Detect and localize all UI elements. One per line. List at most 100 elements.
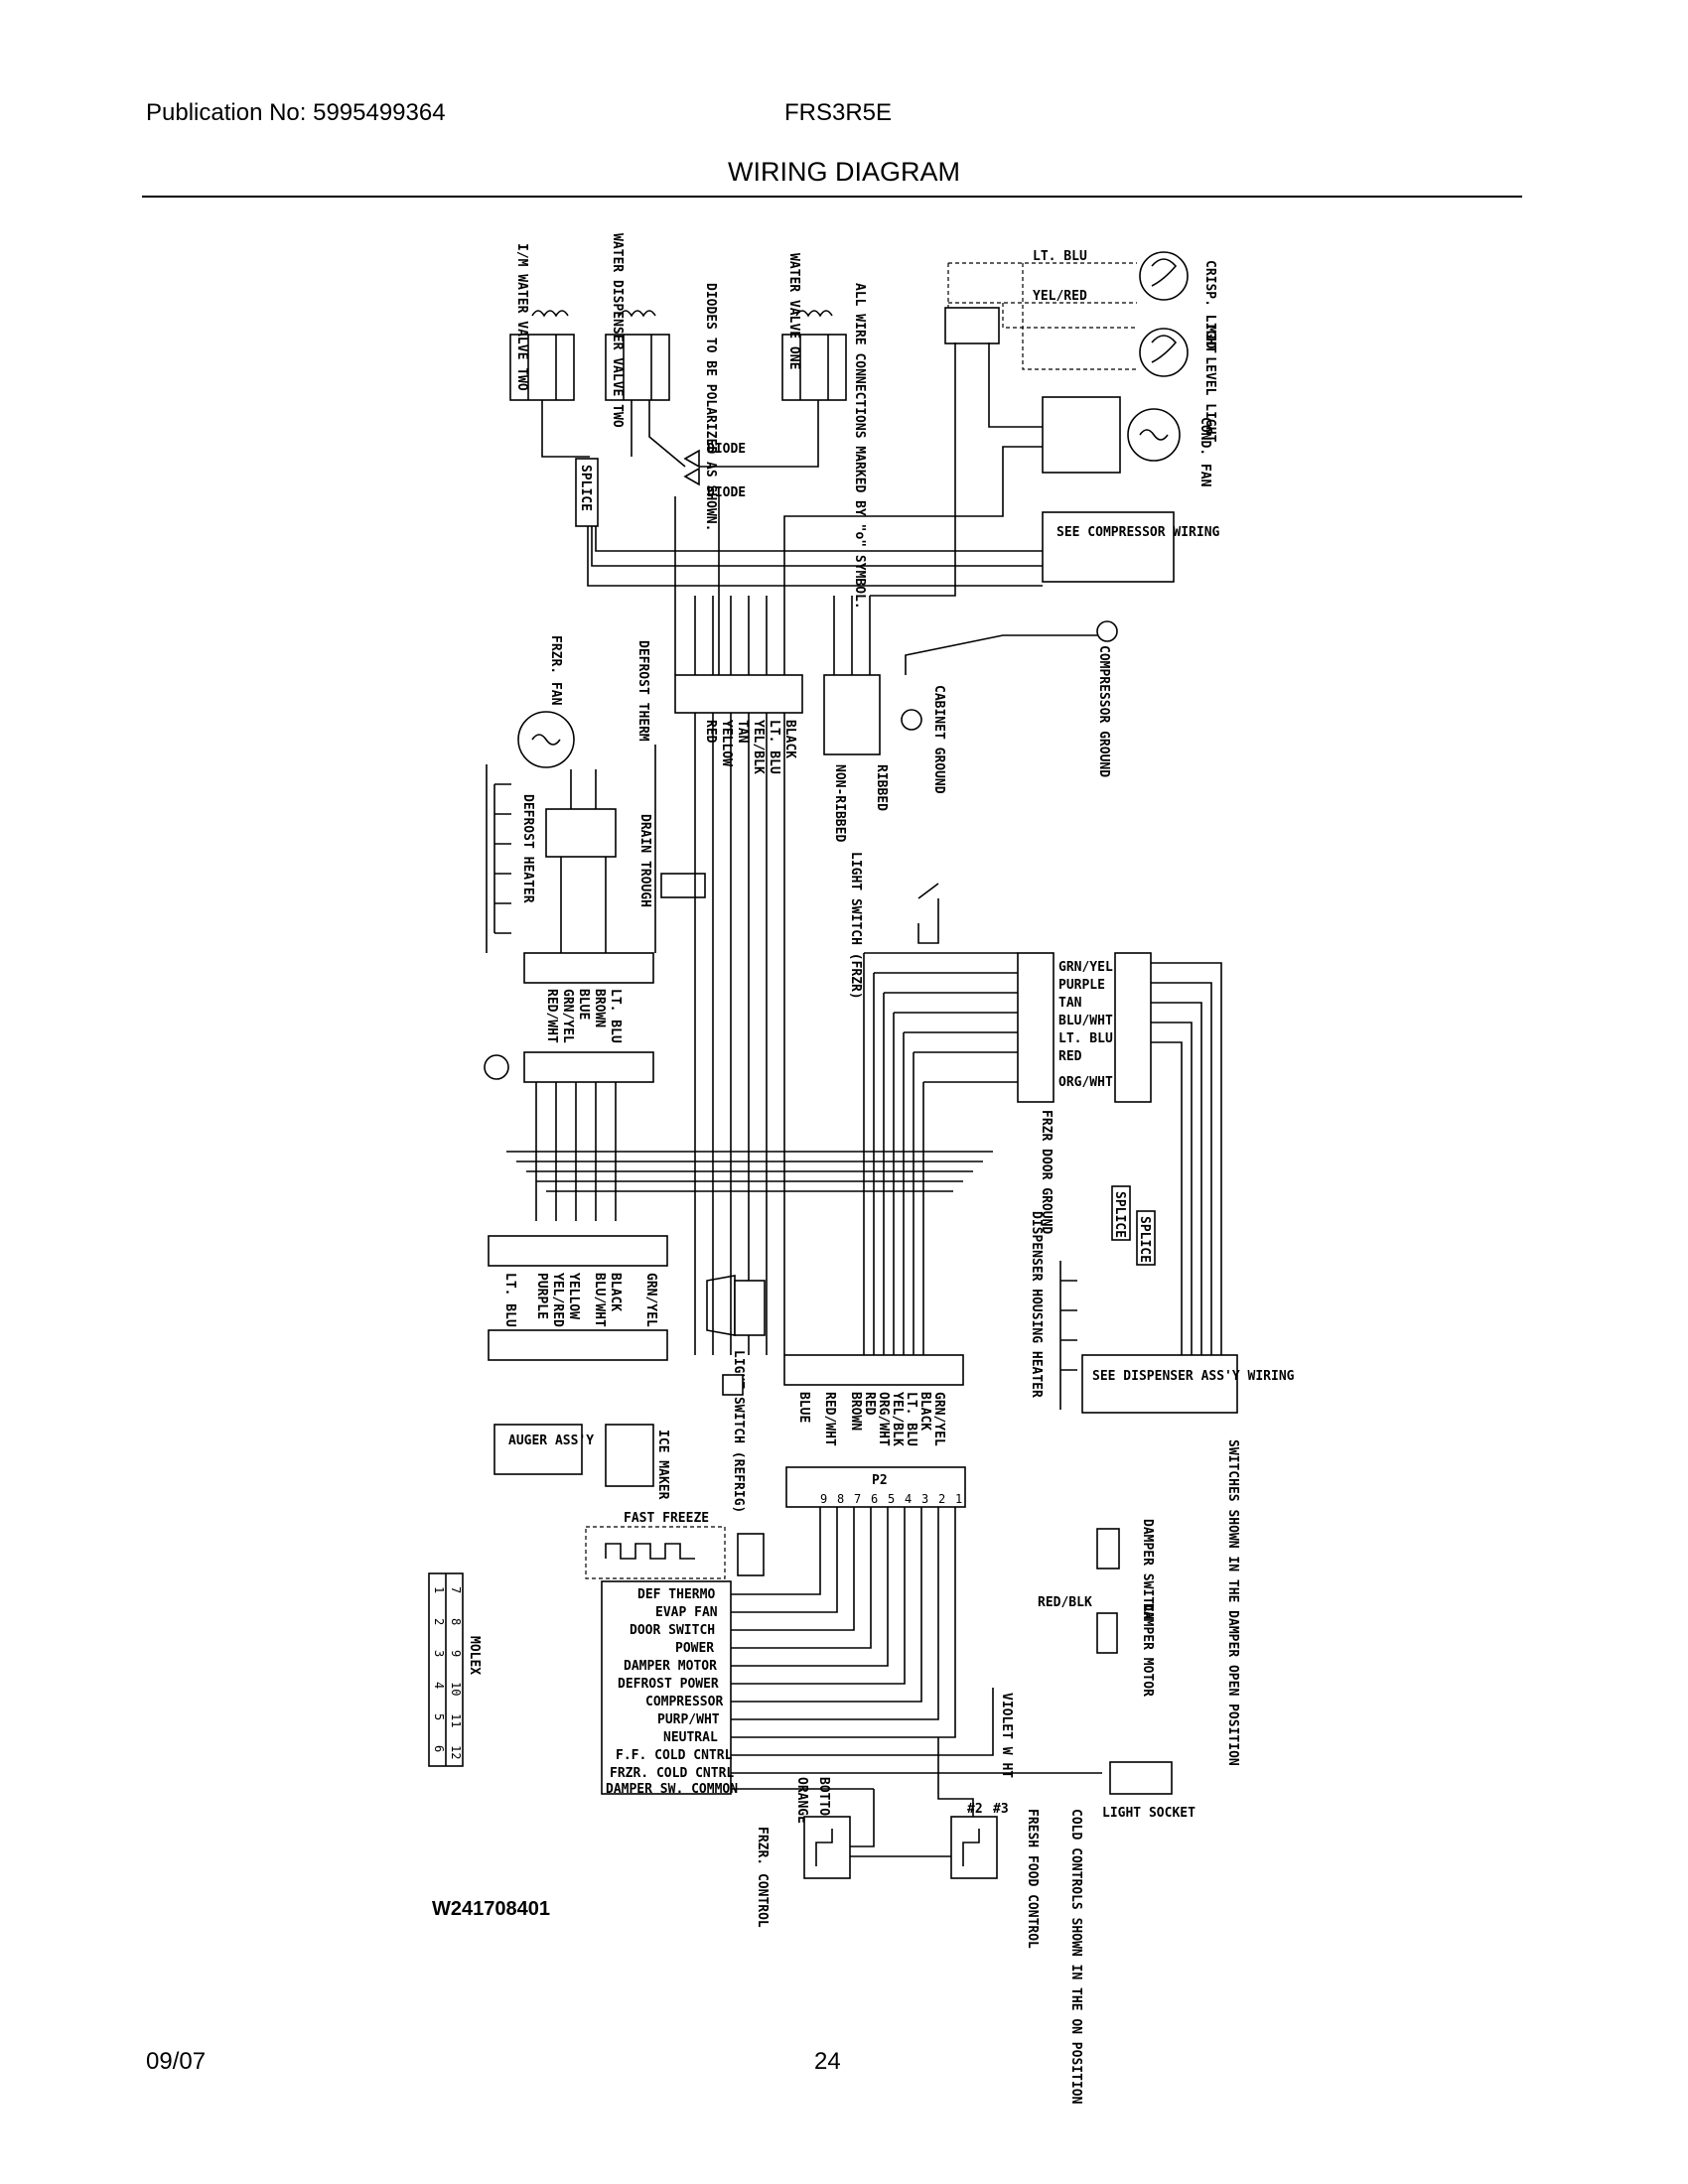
harness-lt-blu: LT. BLU	[767, 720, 781, 774]
pin-4: 4	[905, 1492, 912, 1506]
cabinet-ground-icon	[901, 709, 922, 731]
evap-lt-blu: LT. BLU	[608, 989, 623, 1043]
page-title: WIRING DIAGRAM	[728, 157, 960, 187]
title-rule	[142, 196, 1522, 198]
splice-2-label: SPLICE	[1112, 1191, 1127, 1238]
splice-2	[1111, 1185, 1131, 1241]
harness-yel-blk: YEL/BLK	[751, 720, 766, 774]
refrig-switch-terminal	[722, 1374, 744, 1396]
splice-top	[575, 458, 599, 527]
pin-8: 8	[837, 1492, 844, 1506]
splice-label: SPLICE	[578, 465, 593, 511]
molex-2: 2	[432, 1618, 446, 1625]
defrost-therm-label: DEFROST THERM	[635, 640, 650, 742]
door-connector-right	[1114, 952, 1152, 1103]
llb-purple: PURPLE	[534, 1273, 549, 1319]
water-valve-one-label: WATER VALVE ONE	[786, 253, 801, 369]
molex-1: 1	[432, 1586, 446, 1593]
evap-red-wht: RED/WHT	[544, 989, 559, 1043]
light-socket-label: LIGHT SOCKET	[1102, 1806, 1196, 1821]
dispenser-water-valve	[605, 310, 670, 401]
cb-ff-cold-cntrl: F.F. COLD CNTRL	[616, 1748, 733, 1763]
rb-red-wht: RED/WHT	[822, 1392, 837, 1446]
harness-red: RED	[703, 720, 718, 744]
cb-compressor: COMPRESSOR	[645, 1695, 723, 1709]
molex-5: 5	[432, 1713, 446, 1720]
pin-2-label: #2	[967, 1802, 983, 1817]
rb-brown: BROWN	[848, 1392, 863, 1431]
cb-door-switch: DOOR SWITCH	[630, 1623, 715, 1638]
ribbed-connector	[823, 674, 881, 755]
door-grn-yel: GRN/YEL	[1058, 960, 1113, 975]
rb-org-wht: ORG/WHT	[876, 1392, 891, 1446]
damper-motor	[1096, 1612, 1118, 1654]
diode-2-label: DIODE	[707, 485, 746, 500]
door-purple: PURPLE	[1058, 978, 1105, 993]
mid-level-light-label: MID LEVEL LIGHT	[1202, 326, 1217, 443]
im-valve-label: I/M WATER VALVE TWO	[514, 243, 529, 391]
molex-8: 8	[449, 1618, 463, 1625]
rb-black: BLACK	[917, 1392, 932, 1431]
lt-blu-label: LT. BLU	[1033, 249, 1087, 264]
cb-power: POWER	[675, 1641, 714, 1656]
evap-block	[523, 952, 654, 984]
bottom-label: BOTTOM	[816, 1777, 831, 1824]
defrost-heater-label: DEFROST HEATER	[520, 794, 535, 903]
damper-motor-label: DAMPER MOTOR	[1140, 1603, 1155, 1697]
cb-damper-sw-common: DAMPER SW. COMMON	[606, 1782, 738, 1797]
pin-6: 6	[871, 1492, 878, 1506]
refrig-block	[783, 1354, 964, 1386]
drain-trough-heater	[660, 873, 706, 898]
evap-block-lower	[523, 1051, 654, 1083]
top-harness-block	[674, 674, 803, 714]
harness-black: BLACK	[782, 720, 797, 758]
page-number: 24	[814, 2048, 841, 2075]
pin-7: 7	[854, 1492, 861, 1506]
see-dispenser-label: SEE DISPENSER ASS'Y WIRING	[1092, 1369, 1295, 1384]
molex-9: 9	[449, 1650, 463, 1657]
see-compressor-label: SEE COMPRESSOR WIRING	[1056, 525, 1220, 540]
cabinet-ground-label: CABINET GROUND	[931, 685, 946, 794]
frzr-control	[803, 1816, 851, 1879]
molex-7: 7	[449, 1586, 463, 1593]
llb-yellow: YELLOW	[566, 1273, 581, 1319]
dispenser-housing-heater-label: DISPENSER HOUSING HEATER	[1029, 1211, 1044, 1398]
llb-lt-blu: LT. BLU	[502, 1273, 517, 1327]
splice-3-label: SPLICE	[1137, 1216, 1152, 1263]
control-board	[601, 1580, 732, 1795]
cb-damper-motor: DAMPER MOTOR	[624, 1659, 717, 1674]
mid-level-light	[1139, 328, 1189, 377]
door-connector-left	[1017, 952, 1055, 1103]
cold-controls-note: COLD CONTROLS SHOWN IN THE ON POSITION	[1068, 1809, 1083, 2105]
frzr-control-label: FRZR. CONTROL	[755, 1827, 770, 1928]
cb-defrost-power: DEFROST POWER	[618, 1677, 719, 1692]
im-water-valve	[509, 310, 575, 401]
control-board-labels: DEF THERMO EVAP FAN DOOR SWITCH POWER DA…	[606, 1587, 738, 1797]
door-tan: TAN	[1058, 996, 1082, 1011]
door-lt-blu: LT. BLU	[1058, 1031, 1113, 1046]
left-lower-block	[488, 1235, 668, 1267]
ice-maker-label: ICE MAKER	[655, 1430, 670, 1500]
fast-freeze-label: FAST FREEZE	[624, 1511, 709, 1526]
rb-blue: BLUE	[796, 1392, 811, 1423]
pin-5: 5	[888, 1492, 895, 1506]
molex-label: MOLEX	[467, 1636, 482, 1675]
molex-12: 12	[449, 1745, 463, 1759]
refrig-light-switch	[734, 1280, 766, 1336]
llb-yel-red: YEL/RED	[550, 1273, 565, 1327]
light-switch-frzr-label: LIGHT SWITCH (FRZR)	[848, 852, 863, 1000]
connections-note: ALL WIRE CONNECTIONS MARKED BY "o" SYMBO…	[852, 283, 867, 610]
pin-3-label: #3	[993, 1802, 1009, 1817]
molex-4: 4	[432, 1682, 446, 1689]
cb-evap-fan: EVAP FAN	[655, 1605, 718, 1620]
fast-freeze-connector	[737, 1533, 765, 1576]
cb-frzr-cold-cntrl: FRZR. COLD CNTRL	[610, 1766, 734, 1781]
pin-3: 3	[921, 1492, 928, 1506]
defrost-connector	[545, 808, 617, 858]
left-lower-block-2	[488, 1329, 668, 1361]
evap-brown: BROWN	[592, 989, 607, 1027]
water-valve-one	[781, 310, 847, 401]
frzr-fan-label: FRZR. FAN	[548, 635, 563, 706]
red-blk-label: RED/BLK	[1038, 1595, 1092, 1610]
molex-grid: 7 8 9 10 11 12 1 2 3 4 5 6	[428, 1572, 464, 1767]
